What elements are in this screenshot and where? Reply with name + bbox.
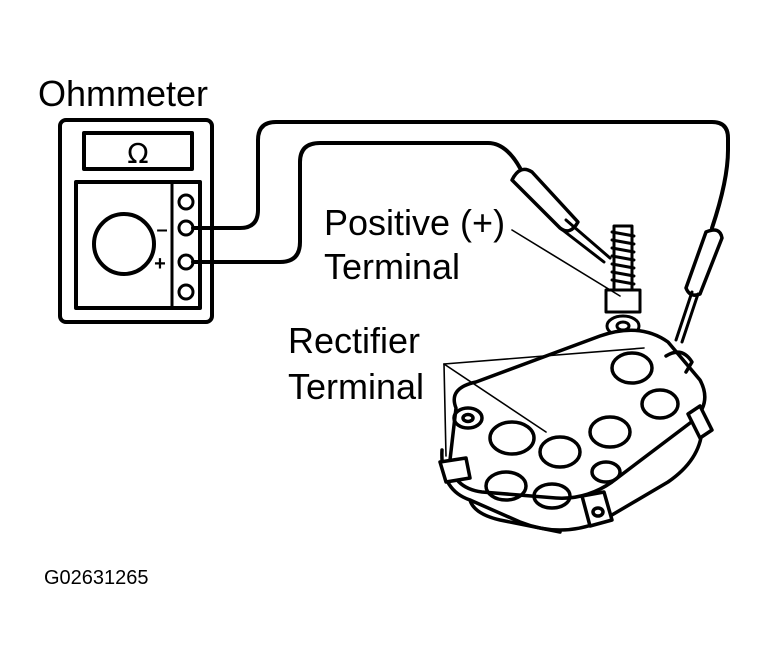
ohmmeter-plus-mark: + — [154, 253, 166, 275]
diode-cup — [610, 351, 654, 385]
ohmmeter-jack-bottom — [177, 283, 195, 301]
rectifier-terminal-callout-line-2: Terminal — [288, 366, 425, 407]
ohmmeter-display-symbol: Ω — [127, 137, 148, 170]
probe-positive — [510, 167, 612, 264]
leader-rectifier-a — [443, 347, 645, 365]
ohmmeter: Ω – + — [58, 118, 214, 324]
diode-cup — [532, 482, 572, 510]
rectifier-top-plate — [448, 328, 707, 500]
diode-cup — [488, 420, 536, 456]
rectifier-terminal-callout-line-1: Rectifier — [288, 320, 421, 361]
leader-rectifier-b — [443, 363, 547, 433]
diode-cup — [538, 435, 582, 469]
ohmmeter-dial — [92, 212, 156, 276]
leader-rectifier-c — [443, 363, 447, 457]
figure-id: G02631265 — [44, 567, 149, 589]
diode-cup — [484, 470, 528, 502]
rectifier-assembly — [438, 328, 714, 534]
diode-cup — [640, 388, 680, 420]
negative-lead-wire — [191, 120, 730, 230]
ohmmeter-minus-mark: – — [156, 219, 167, 241]
positive-terminal-callout: Positive (+) Terminal — [324, 201, 505, 289]
ohmmeter-jack-top — [177, 193, 195, 211]
leader-positive-terminal — [511, 229, 621, 297]
test-leads — [191, 120, 730, 264]
positive-lead-wire — [191, 141, 522, 264]
rectifier-terminal-tab — [664, 350, 694, 374]
rectifier-lug — [438, 456, 472, 484]
diode-cup — [588, 415, 632, 449]
ohmmeter-display — [82, 131, 194, 171]
positive-terminal-callout-line-2: Terminal — [324, 246, 461, 287]
rectifier-lower-plate — [440, 428, 704, 532]
probe-negative — [674, 228, 724, 344]
diode-cup — [590, 460, 622, 484]
positive-stud — [604, 224, 642, 338]
ohmmeter-label: Ohmmeter — [38, 73, 209, 114]
rectifier-lug — [686, 404, 714, 440]
positive-terminal-callout-line-1: Positive (+) — [324, 202, 506, 243]
leader-lines — [443, 229, 645, 457]
rectifier-terminal-callout: Rectifier Terminal — [288, 318, 424, 410]
